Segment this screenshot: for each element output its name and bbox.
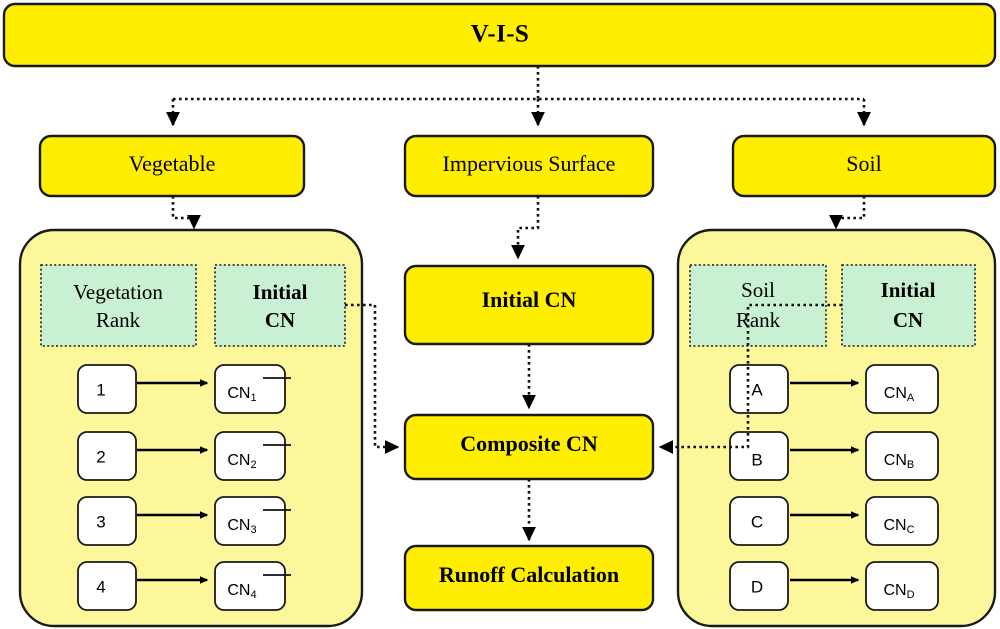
initial-cn-header-right-line1: Initial [881, 278, 936, 302]
soil-rank-header-line2: Rank [736, 308, 781, 332]
node-initial-cn[interactable]: Initial CN [403, 264, 655, 346]
initial-cn-label: Initial CN [482, 287, 577, 312]
initial-cn-header-left-line1: Initial [253, 280, 308, 304]
vegetation-rank-header-line1: Vegetation [73, 280, 163, 304]
cn-cell-a[interactable] [865, 364, 939, 414]
cn-cell-a-label: CNA [884, 385, 915, 404]
rank-cell-d-label: D [751, 577, 763, 596]
cn-cell-b-label: CNB [884, 452, 914, 471]
node-runoff-calculation[interactable]: Runoff Calculation [403, 544, 655, 612]
cn-cell-2[interactable] [214, 431, 286, 481]
initial-cn-header-right: Initial CN [841, 264, 976, 347]
rank-cell-1-label: 1 [96, 380, 105, 399]
connector-impervious-to-initial-cn [511, 196, 540, 260]
cn-cell-c-label: CNC [883, 517, 914, 536]
soil-row-a: A CNA [729, 364, 939, 414]
runoff-calculation-label: Runoff Calculation [439, 562, 619, 587]
cn-cell-d[interactable] [865, 561, 939, 611]
stage-down-connectors [171, 196, 866, 260]
node-vis-root[interactable]: V-I-S [2, 2, 997, 68]
vegetation-row-4: 4 CN4 [77, 561, 291, 611]
rank-cell-3[interactable] [77, 496, 137, 546]
rank-cell-a-label: A [751, 380, 763, 399]
connector-soil-to-panel [829, 196, 866, 230]
cn-cell-d-label: CND [883, 582, 914, 601]
vegetation-rank-header-box [40, 264, 197, 347]
rank-cell-b[interactable] [729, 431, 789, 481]
cn-cell-c[interactable] [865, 496, 939, 546]
composite-cn-label: Composite CN [460, 431, 598, 456]
cn-cell-3[interactable] [214, 496, 286, 546]
rank-cell-d[interactable] [729, 561, 789, 611]
rank-cell-c[interactable] [729, 496, 789, 546]
cn-cell-b[interactable] [865, 431, 939, 481]
rank-cell-4[interactable] [77, 561, 137, 611]
node-composite-cn[interactable]: Composite CN [403, 413, 655, 481]
vis-root-rect[interactable] [2, 2, 997, 68]
soil-label: Soil [846, 151, 881, 176]
rank-cell-1[interactable] [77, 364, 137, 414]
soil-row-b: B CNB [729, 431, 939, 481]
initial-cn-header-right-box [841, 264, 976, 347]
impervious-surface-rect[interactable] [403, 134, 655, 198]
cn-cell-4[interactable] [214, 561, 286, 611]
impervious-surface-label: Impervious Surface [443, 151, 616, 176]
vis-root-label: V-I-S [471, 21, 529, 48]
soil-rank-header-line1: Soil [741, 278, 775, 302]
vegetable-label: Vegetable [129, 151, 216, 176]
soil-row-c: C CNC [729, 496, 939, 546]
node-impervious-surface[interactable]: Impervious Surface [403, 134, 655, 198]
rank-cell-4-label: 4 [96, 577, 105, 596]
cn-cell-4-label: CN4 [227, 582, 256, 601]
rank-cell-b-label: B [751, 450, 762, 469]
rank-cell-2[interactable] [77, 431, 137, 481]
rank-cell-c-label: C [751, 512, 763, 531]
vegetation-rank-header: Vegetation Rank [40, 264, 197, 347]
root-branch-connectors [166, 66, 871, 127]
cn-cell-3-label: CN3 [227, 517, 256, 536]
rank-cell-2-label: 2 [96, 447, 105, 466]
rank-cell-3-label: 3 [96, 512, 105, 531]
cn-cell-1[interactable] [214, 364, 286, 414]
vegetation-row-2: 2 CN2 [77, 431, 291, 481]
initial-cn-header-right-line2: CN [893, 308, 923, 332]
vegetation-row-3: 3 CN3 [77, 496, 291, 546]
vegetation-row-1: 1 CN1 [77, 364, 291, 414]
soil-panel: Soil Rank Initial CN A CNA B CNB C [676, 228, 997, 628]
rank-cell-a[interactable] [729, 364, 789, 414]
node-soil[interactable]: Soil [731, 134, 997, 198]
soil-row-d: D CND [729, 561, 939, 611]
vegetation-rank-header-line2: Rank [96, 308, 141, 332]
initial-cn-header-left-box [214, 264, 346, 347]
runoff-calculation-rect[interactable] [403, 544, 655, 612]
vegetation-panel: Vegetation Rank Initial CN 1 CN1 2 CN2 [18, 228, 364, 628]
connector-vegetable-to-panel [171, 196, 201, 230]
cn-cell-2-label: CN2 [227, 452, 256, 471]
cn-cell-1-label: CN1 [227, 385, 256, 404]
initial-cn-header-left-line2: CN [265, 308, 295, 332]
initial-cn-header-left: Initial CN [214, 264, 346, 347]
node-vegetable[interactable]: Vegetable [38, 134, 306, 198]
